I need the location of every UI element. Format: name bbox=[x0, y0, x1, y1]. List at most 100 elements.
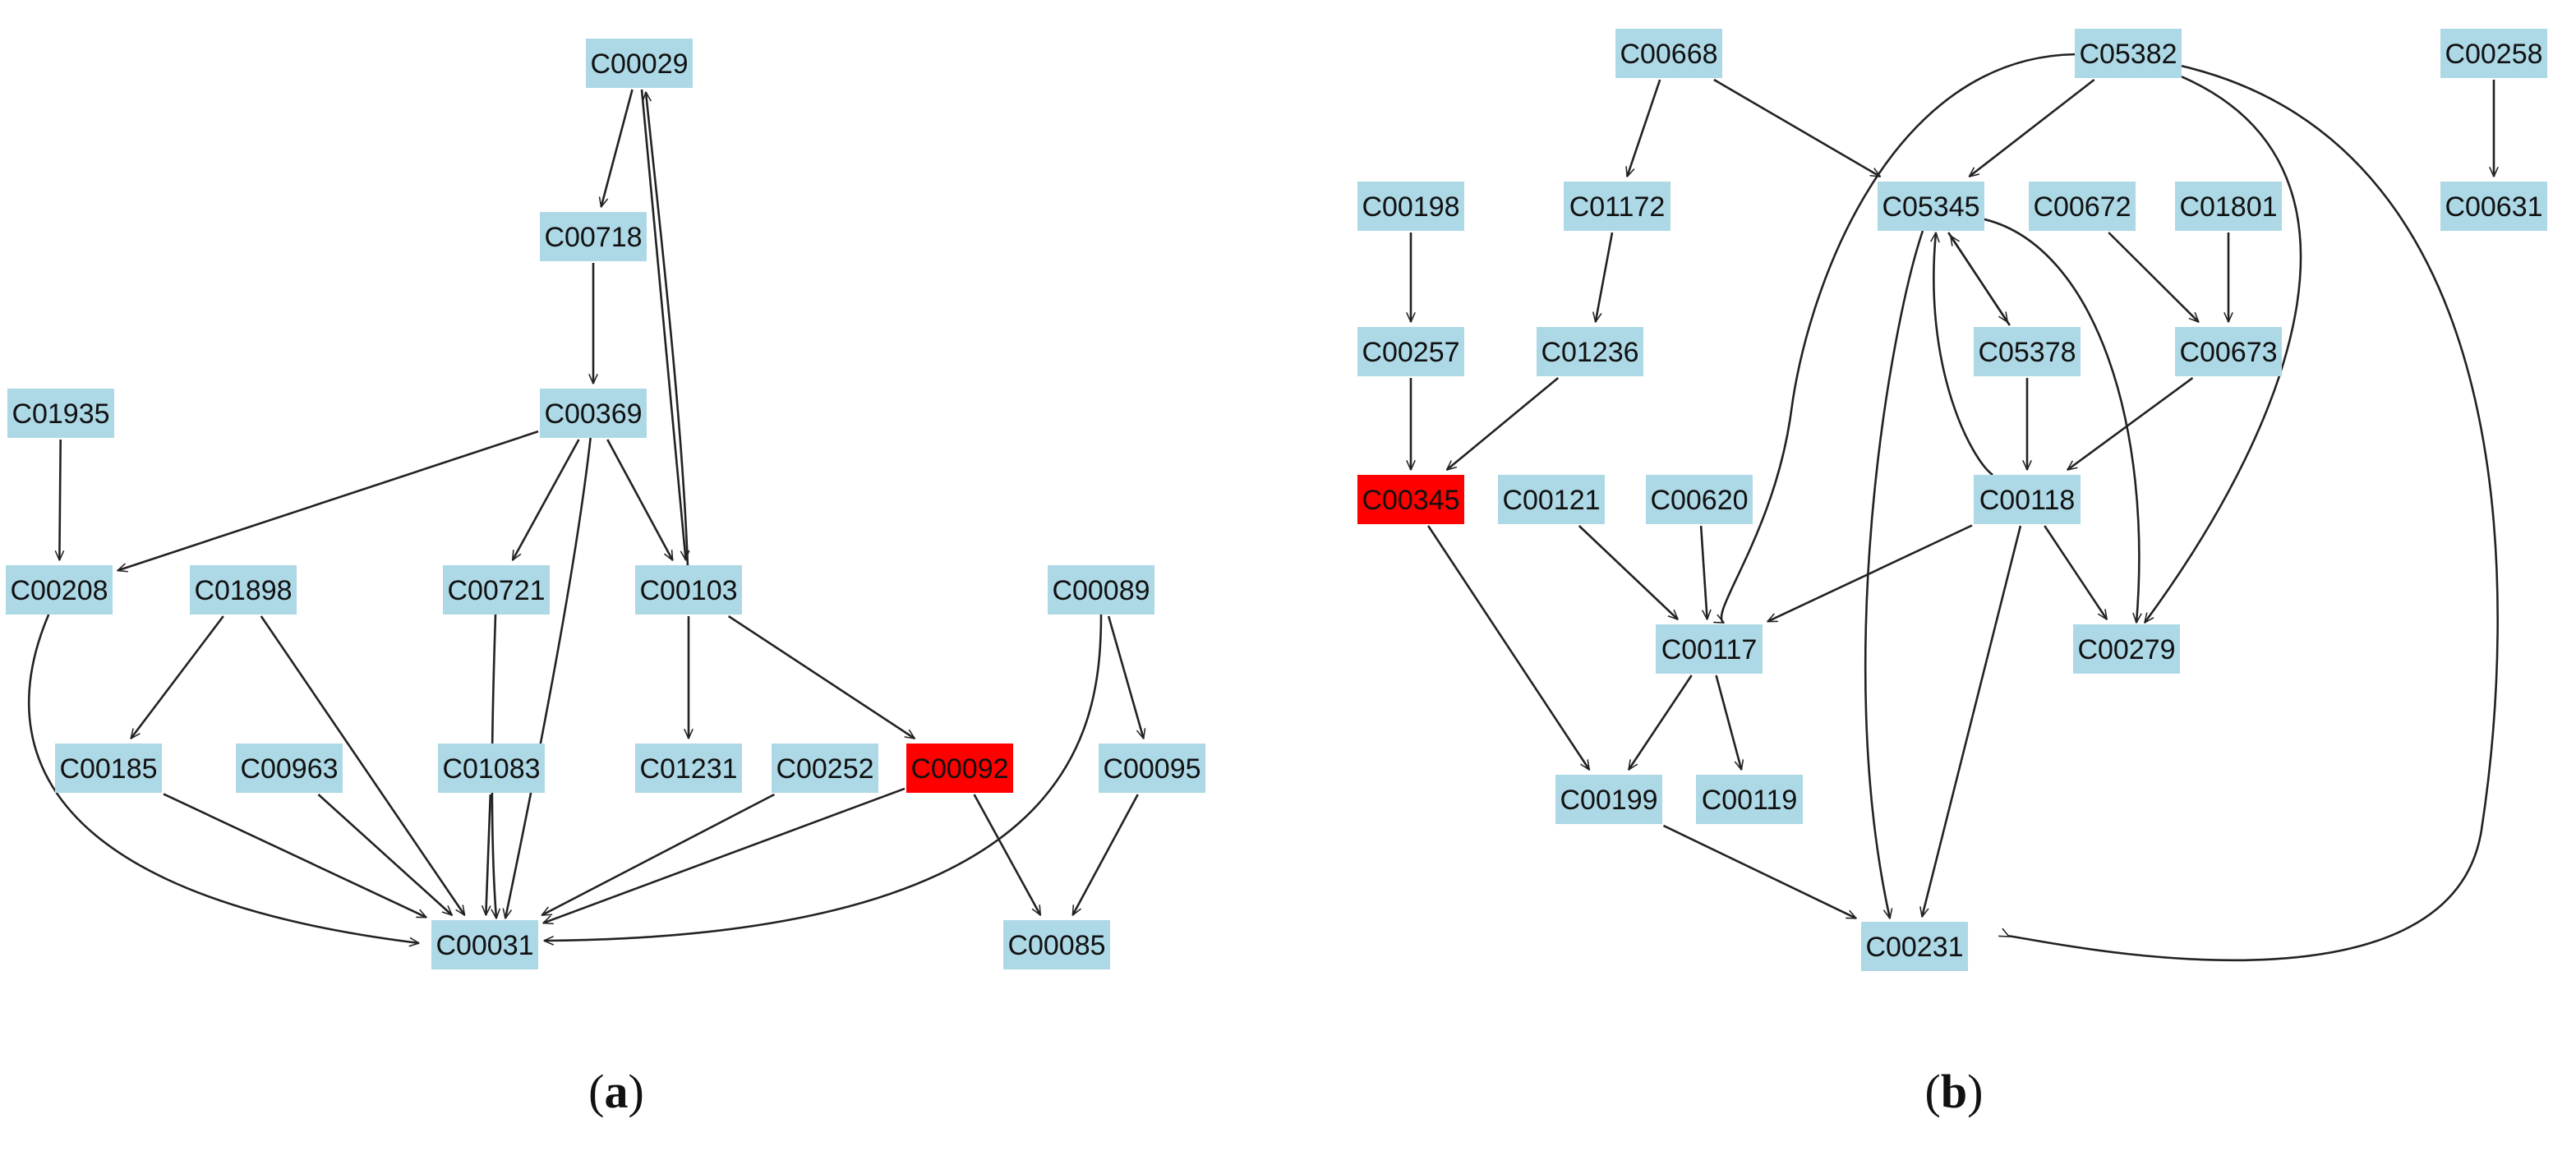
node-label: C00620 bbox=[1650, 485, 1748, 516]
node-box bbox=[1357, 475, 1464, 524]
edge-C01083-to-C00031 bbox=[486, 794, 492, 915]
node-label: C01801 bbox=[2179, 191, 2277, 223]
node-C00672: C00672 bbox=[2029, 182, 2136, 231]
node-label: C00279 bbox=[2077, 634, 2175, 665]
node-C00031: C00031 bbox=[431, 920, 538, 969]
edge-C00369-to-C00721 bbox=[511, 439, 580, 560]
node-C01898: C01898 bbox=[190, 565, 297, 615]
node-box bbox=[1878, 182, 1984, 231]
edge-C01236-to-C00345 bbox=[1447, 376, 1560, 470]
edge-C00668-to-C01172 bbox=[1627, 79, 1661, 177]
node-box bbox=[2029, 182, 2136, 231]
node-label: C05382 bbox=[2079, 39, 2177, 70]
node-C00198: C00198 bbox=[1357, 182, 1464, 231]
node-box bbox=[540, 389, 647, 438]
node-C01935: C01935 bbox=[7, 389, 114, 438]
node-box bbox=[906, 744, 1013, 793]
node-box bbox=[438, 744, 545, 793]
node-box bbox=[635, 565, 742, 615]
node-C00620: C00620 bbox=[1646, 475, 1753, 524]
edge-C00029-to-C00718 bbox=[601, 89, 634, 207]
node-label: C00673 bbox=[2179, 337, 2277, 368]
node-box bbox=[1099, 744, 1205, 793]
node-label: C00345 bbox=[1362, 485, 1459, 516]
edge-C00092-to-C00031 bbox=[543, 787, 906, 923]
edge-C00369-to-C00031 bbox=[505, 437, 592, 918]
edge-C00672-to-C00673 bbox=[2108, 232, 2199, 322]
node-box bbox=[635, 744, 742, 793]
edge-C05345-to-C00231 bbox=[1864, 230, 1924, 918]
edge-C00620-to-C00117 bbox=[1699, 525, 1707, 619]
node-C05382: C05382 bbox=[2075, 29, 2182, 78]
node-C00085: C00085 bbox=[1003, 920, 1110, 969]
node-box bbox=[1003, 920, 1110, 969]
node-box bbox=[1498, 475, 1605, 524]
node-box bbox=[540, 212, 647, 261]
node-label: C00089 bbox=[1052, 575, 1150, 606]
edge-C05382-to-C05345 bbox=[1969, 78, 2095, 177]
node-label: C00672 bbox=[2033, 191, 2131, 223]
node-label: C00208 bbox=[10, 575, 108, 606]
node-label: C00117 bbox=[1661, 634, 1758, 665]
edge-C00118-to-C00279 bbox=[2044, 525, 2108, 619]
node-box bbox=[431, 920, 538, 969]
edge-C00103-to-C00092 bbox=[727, 615, 915, 740]
node-label: C00031 bbox=[435, 930, 533, 961]
node-C00029: C00029 bbox=[586, 39, 693, 88]
node-C00095: C00095 bbox=[1099, 744, 1205, 793]
node-label: C00963 bbox=[240, 753, 338, 785]
node-label: C00118 bbox=[1979, 485, 2076, 516]
node-box bbox=[1656, 624, 1763, 674]
edge-C00345-to-C00199 bbox=[1427, 525, 1591, 770]
node-box bbox=[1646, 475, 1753, 524]
node-box bbox=[1861, 922, 1968, 971]
node-C00718: C00718 bbox=[540, 212, 647, 261]
node-C00117: C00117 bbox=[1656, 624, 1763, 674]
node-box bbox=[7, 389, 114, 438]
node-box bbox=[236, 744, 343, 793]
node-label: C05378 bbox=[1978, 337, 2076, 368]
edge-C00369-to-C00103 bbox=[606, 439, 674, 560]
node-label: C00369 bbox=[544, 398, 642, 430]
node-C00118: C00118 bbox=[1974, 475, 2081, 524]
node-box bbox=[443, 565, 550, 615]
node-label: C00095 bbox=[1103, 753, 1200, 785]
edge-C01898-to-C00185 bbox=[131, 615, 224, 739]
node-label: C00198 bbox=[1362, 191, 1459, 223]
node-label: C05345 bbox=[1882, 191, 1979, 223]
edge-C00092-to-C00085 bbox=[973, 794, 1042, 915]
node-label: C00258 bbox=[2445, 39, 2542, 70]
edge-C00089-to-C00095 bbox=[1107, 615, 1144, 739]
panel-a-label: (a) bbox=[588, 1065, 644, 1118]
node-box bbox=[2075, 29, 2182, 78]
node-C01172: C01172 bbox=[1564, 182, 1670, 231]
node-label: C00199 bbox=[1560, 785, 1657, 816]
node-C00103: C00103 bbox=[635, 565, 742, 615]
node-box bbox=[190, 565, 297, 615]
node-box bbox=[1555, 775, 1662, 824]
node-label: C00668 bbox=[1620, 39, 1717, 70]
node-C01236: C01236 bbox=[1537, 327, 1643, 376]
node-C00673: C00673 bbox=[2175, 327, 2282, 376]
node-label: C01935 bbox=[12, 398, 109, 430]
node-box bbox=[2073, 624, 2180, 674]
node-C00119: C00119 bbox=[1696, 775, 1803, 824]
node-label: C00085 bbox=[1007, 930, 1105, 961]
edge-C00118-to-C00231 bbox=[1922, 525, 2022, 917]
node-C00252: C00252 bbox=[772, 744, 878, 793]
node-box bbox=[1974, 475, 2081, 524]
node-label: C00121 bbox=[1502, 485, 1600, 516]
panel-b-edges bbox=[1411, 53, 2498, 962]
node-box bbox=[1537, 327, 1643, 376]
edge-C00089-to-C00031 bbox=[544, 614, 1103, 941]
node-label: C00119 bbox=[1702, 785, 1798, 816]
node-label: C00231 bbox=[1865, 932, 1963, 963]
node-label: C00185 bbox=[59, 753, 157, 785]
edge-C00673-to-C00118 bbox=[2067, 376, 2194, 470]
node-C01231: C01231 bbox=[635, 744, 742, 793]
node-label: C01083 bbox=[442, 753, 540, 785]
node-box bbox=[2175, 182, 2282, 231]
